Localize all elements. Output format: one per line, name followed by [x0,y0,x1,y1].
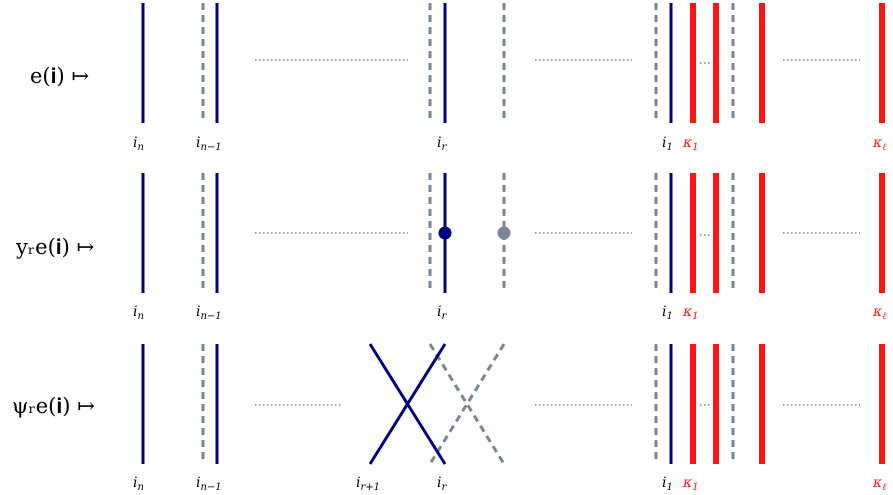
label-i-n: in [133,304,144,322]
label-i-1: i1 [662,135,673,153]
label-i-r: ir [437,135,447,153]
row-psi: ψᵣe(𝐢) ↦ in in−1 ir+1 ir i1 κ1 κℓ [12,343,886,493]
label-kappa-l: κℓ [872,304,886,322]
label-i-n-1: in−1 [196,475,222,493]
ghost-cross-a [428,343,506,465]
label-i-r+1: ir+1 [356,475,380,493]
label-kappa-1: κ1 [682,135,699,153]
label-i-r: ir [437,304,447,322]
row-psi-label: ψᵣe(𝐢) ↦ [12,394,95,418]
label-i-r: ir [437,475,447,493]
label-i-n-1: in−1 [196,135,222,153]
dot-strand-i-r [438,226,452,240]
row-y: yᵣe(𝐢) ↦ in in−1 ir i1 κ1 κℓ [15,173,886,322]
row-e-label: e(𝐢) ↦ [30,64,89,88]
cross-strand-i-r [368,343,447,465]
ghost-cross-b [428,343,506,465]
label-i-1: i1 [662,475,673,493]
label-kappa-1: κ1 [682,304,699,322]
label-i-1: i1 [662,304,673,322]
label-i-n: in [133,475,144,493]
label-i-n-1: in−1 [196,304,222,322]
row-e: e(𝐢) ↦ in in−1 ir i1 κ1 κℓ [30,3,886,153]
row-y-label: yᵣe(𝐢) ↦ [15,235,94,259]
dot-ghost-strand [497,226,511,240]
label-kappa-l: κℓ [872,135,886,153]
label-kappa-l: κℓ [872,475,886,493]
label-kappa-1: κ1 [682,475,699,493]
label-i-n: in [133,135,144,153]
